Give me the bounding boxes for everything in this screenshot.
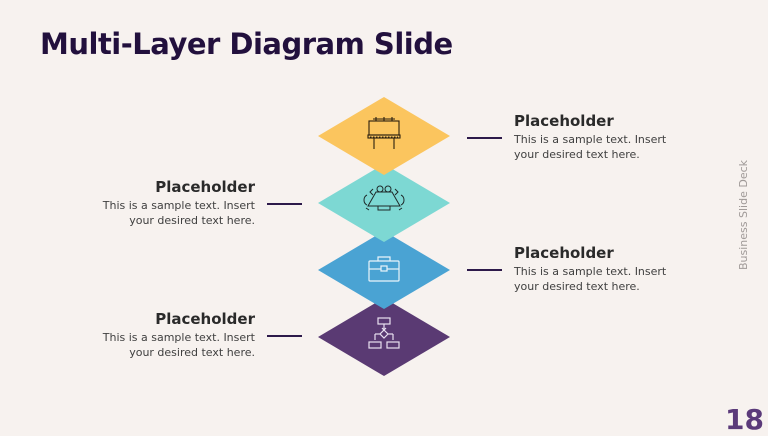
- layer-3-heading: Placeholder: [514, 244, 614, 262]
- deck-side-label: Business Slide Deck: [737, 160, 750, 270]
- layer-2-heading: Placeholder: [155, 178, 255, 196]
- layer-2-label: Placeholder This is a sample text. Inser…: [55, 177, 255, 228]
- connector-layer-3: [467, 269, 502, 271]
- connector-layer-4: [267, 335, 302, 337]
- flowchart-icon: [368, 317, 400, 349]
- layer-4-heading: Placeholder: [155, 310, 255, 328]
- layer-4-label: Placeholder This is a sample text. Inser…: [55, 309, 255, 360]
- slide-title: Multi-Layer Diagram Slide: [40, 27, 453, 61]
- layer-4-diamond[interactable]: [318, 298, 450, 376]
- layer-3-diamond[interactable]: [318, 231, 450, 309]
- page-number: 18: [725, 403, 764, 436]
- layer-3-label: Placeholder This is a sample text. Inser…: [514, 243, 714, 294]
- briefcase-icon: [368, 256, 400, 282]
- layer-1-diamond[interactable]: [318, 97, 450, 175]
- connector-layer-1: [467, 137, 502, 139]
- layer-2-diamond[interactable]: [318, 164, 450, 242]
- conference-table-icon: [363, 185, 405, 211]
- connector-layer-2: [267, 203, 302, 205]
- layer-1-heading: Placeholder: [514, 112, 614, 130]
- billboard-icon: [367, 117, 401, 149]
- layer-1-label: Placeholder This is a sample text. Inser…: [514, 111, 714, 162]
